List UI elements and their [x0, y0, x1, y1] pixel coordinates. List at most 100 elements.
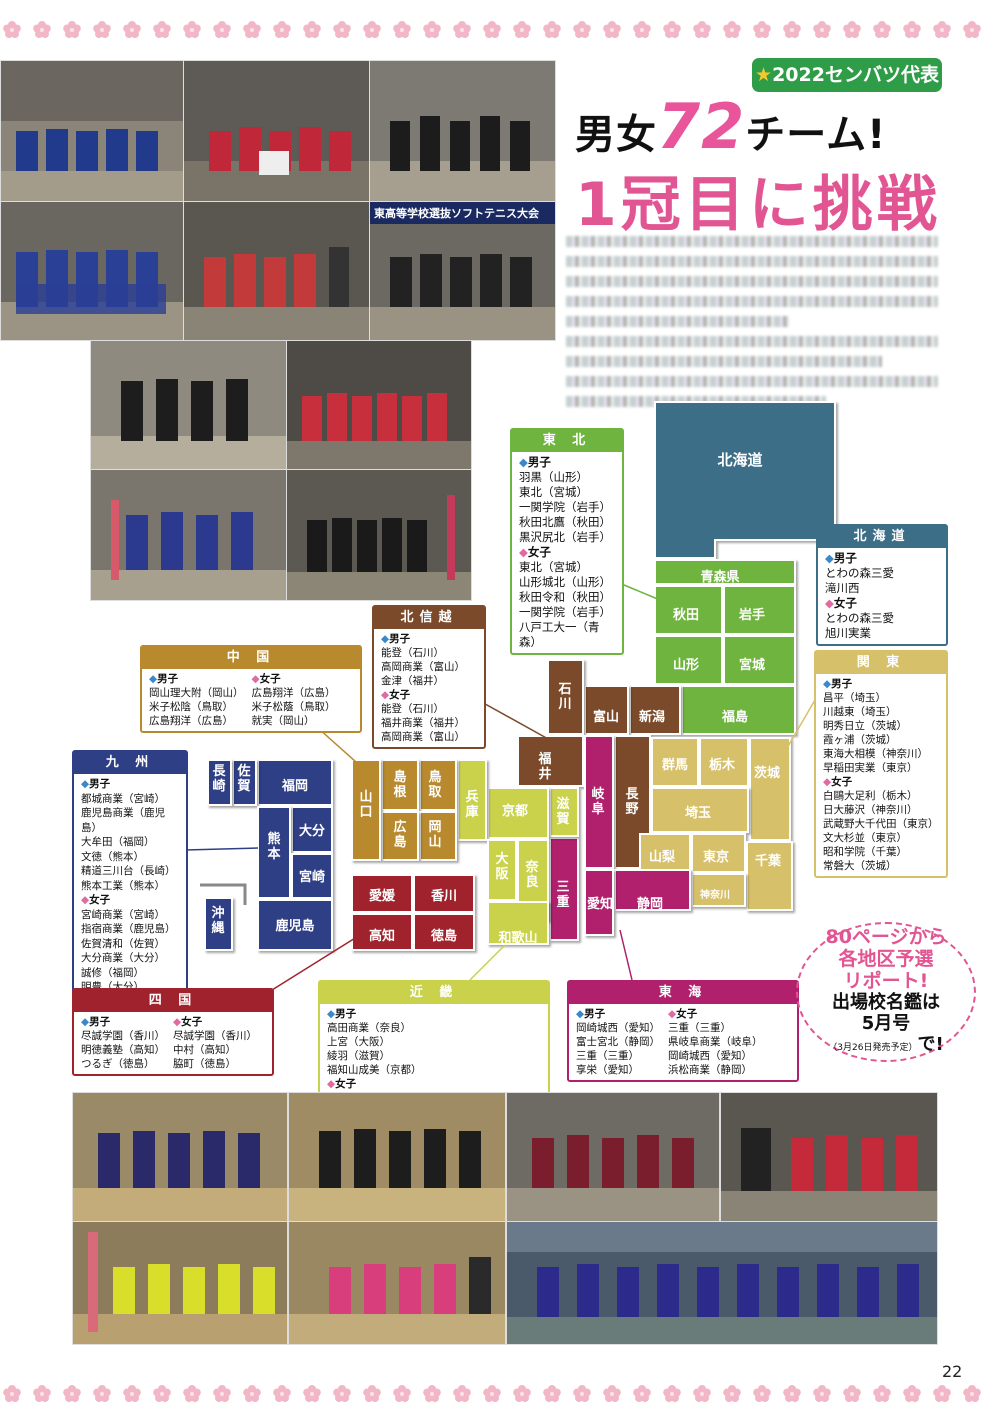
prefecture-label-kyoto: 京都	[502, 803, 528, 819]
blossom-icon	[573, 21, 591, 38]
blossom-icon	[243, 1385, 261, 1402]
prefecture-kumamoto	[257, 806, 291, 899]
school-entry: 中村（高知）	[173, 1044, 236, 1056]
team-photo-3	[369, 60, 556, 202]
prefecture-label-saitama: 埼玉	[685, 805, 711, 821]
school-entry: 武蔵野大千代田（東京）	[823, 818, 939, 830]
blossom-icon	[3, 1385, 21, 1402]
prefecture-saga	[232, 759, 257, 806]
blossom-icon	[333, 1385, 351, 1402]
prefecture-chiba	[746, 841, 793, 911]
callout-line4: 出場校名鑑は	[832, 992, 940, 1013]
prefecture-okinawa	[204, 897, 233, 951]
school-entry: 秋田北鷹（秋田）	[519, 515, 611, 529]
school-entry: 一関学院（岩手）	[519, 500, 611, 514]
prefecture-label-fukuoka: 福岡	[281, 778, 308, 794]
school-entry: 山形城北（山形）	[519, 575, 611, 589]
prefecture-gifu	[584, 735, 614, 869]
blossom-icon	[633, 21, 651, 38]
prefecture-label-saga: 佐賀	[236, 763, 250, 794]
blossom-icon	[183, 21, 201, 38]
school-entry: 常磐大（茨城）	[823, 860, 897, 872]
headline-line1: 男女72チーム!	[575, 92, 995, 170]
school-entry: 八戸工大一（青森）	[519, 620, 600, 649]
team-photo-16	[288, 1221, 506, 1345]
prefecture-hokkaido	[654, 401, 836, 559]
callout-line5: 5月号	[861, 1013, 911, 1034]
panel-kyushu: 九 州 男子都城商業（宮崎）鹿児島商業（鹿児島）大牟田（福岡）文徳（熊本）精道三…	[72, 750, 188, 1000]
blossom-icon	[693, 21, 711, 38]
school-entry: 昌平（埼玉）	[823, 692, 886, 704]
prefecture-hiroshima	[381, 811, 419, 861]
blossom-icon	[963, 1385, 981, 1402]
callout-line1: 80ページから	[825, 926, 947, 948]
blossom-icon	[963, 21, 981, 38]
school-entry: 旭川実業	[825, 626, 871, 640]
prefecture-kanagawa	[691, 873, 746, 907]
team-photo-7	[90, 340, 287, 470]
prefecture-label-yamagata: 山形	[673, 657, 699, 673]
panel-chugoku: 中 国 男子岡山理大附（岡山）米子松陰（鳥取）広島翔洋（広島）女子広島翔洋（広島…	[140, 645, 362, 733]
school-entry: 岡山理大附（岡山）	[149, 687, 244, 699]
prefecture-label-tokushima: 徳島	[430, 928, 457, 944]
school-entry: 高岡商業（富山）	[381, 731, 465, 743]
school-entry: 秋田令和（秋田）	[519, 590, 611, 604]
region-title: 九 州	[74, 752, 186, 774]
school-entry: 能登（石川）	[381, 647, 444, 659]
prefecture-label-miyagi: 宮城	[739, 657, 765, 673]
prefecture-label-ehime: 愛媛	[369, 888, 396, 904]
blossom-icon	[543, 21, 561, 38]
report-callout: 80ページから 各地区予選 リポート! 出場校名鑑は 5月号 （3月26日発売予…	[796, 922, 976, 1062]
prefecture-label-fukui: 福井	[537, 751, 551, 782]
school-entry: 東北（宮城）	[519, 485, 588, 499]
male-header: 男子	[81, 777, 179, 792]
blossom-icon	[813, 21, 831, 38]
blossom-icon	[723, 1385, 741, 1402]
blossom-icon	[633, 1385, 651, 1402]
school-entry: 金津（福井）	[381, 675, 444, 687]
prefecture-label-tochigi: 栃木	[709, 757, 736, 773]
school-entry: とわの森三愛	[825, 611, 894, 625]
headline: 男女72チーム! 1冠目に挑戦	[575, 92, 995, 241]
prefecture-label-shiga: 滋賀	[555, 796, 569, 827]
prefecture-label-akita: 秋田	[673, 607, 699, 623]
senbatsu-badge: ★2022センバツ代表	[752, 58, 942, 92]
school-entry: 福知山成美（京都）	[327, 1064, 422, 1076]
school-entry: 米子松陰（鳥取）	[149, 701, 233, 713]
prefecture-label-yamanashi: 山梨	[649, 849, 676, 865]
prefecture-saitama	[651, 787, 749, 833]
page-number: 22	[942, 1362, 963, 1381]
team-photo-11	[72, 1092, 288, 1222]
prefecture-shizuoka	[614, 869, 691, 911]
prefecture-label-miyazaki: 宮崎	[299, 869, 325, 885]
blossom-icon	[873, 21, 891, 38]
male-header: 男子	[825, 551, 939, 566]
region-title: 近 畿	[320, 982, 548, 1004]
school-entry: 宮崎商業（宮崎）	[81, 908, 165, 921]
school-entry: 霞ヶ浦（茨城）	[823, 734, 897, 746]
prefecture-tokushima	[413, 913, 475, 951]
school-entry: 享栄（愛知）	[576, 1064, 639, 1076]
school-entry: 早稲田実業（東京）	[823, 762, 918, 774]
blossom-icon	[603, 21, 621, 38]
female-header: 女子	[327, 1077, 432, 1091]
panel-tohoku: 東 北 男子羽黒（山形）東北（宮城）一関学院（岩手）秋田北鷹（秋田）黒沢尻北（岩…	[510, 428, 624, 655]
school-entry: 岡崎城西（愛知）	[576, 1022, 660, 1034]
region-title: 東 海	[569, 982, 797, 1004]
school-entry: 三重（三重）	[668, 1022, 731, 1034]
blurred-intro-text	[566, 236, 938, 416]
school-entry: 精道三川台（長崎）	[81, 865, 176, 877]
team-photo-6: 東高等学校選抜ソフトテニス大会	[369, 201, 556, 341]
region-title: 中 国	[142, 647, 360, 669]
school-entry: つるぎ（徳島）	[81, 1058, 155, 1070]
prefecture-miyazaki	[291, 853, 333, 899]
school-entry: 滝川西	[825, 581, 860, 595]
prefecture-osaka	[487, 839, 517, 901]
blossom-icon	[423, 21, 441, 38]
prefecture-label-nara: 奈良	[524, 859, 539, 890]
team-photo-17	[506, 1221, 938, 1345]
prefecture-label-kagawa: 香川	[430, 888, 457, 904]
school-entry: 熊本工業（熊本）	[81, 879, 165, 892]
prefecture-label-shimane: 島根	[393, 769, 407, 800]
prefecture-label-fukushima: 福島	[721, 709, 748, 725]
